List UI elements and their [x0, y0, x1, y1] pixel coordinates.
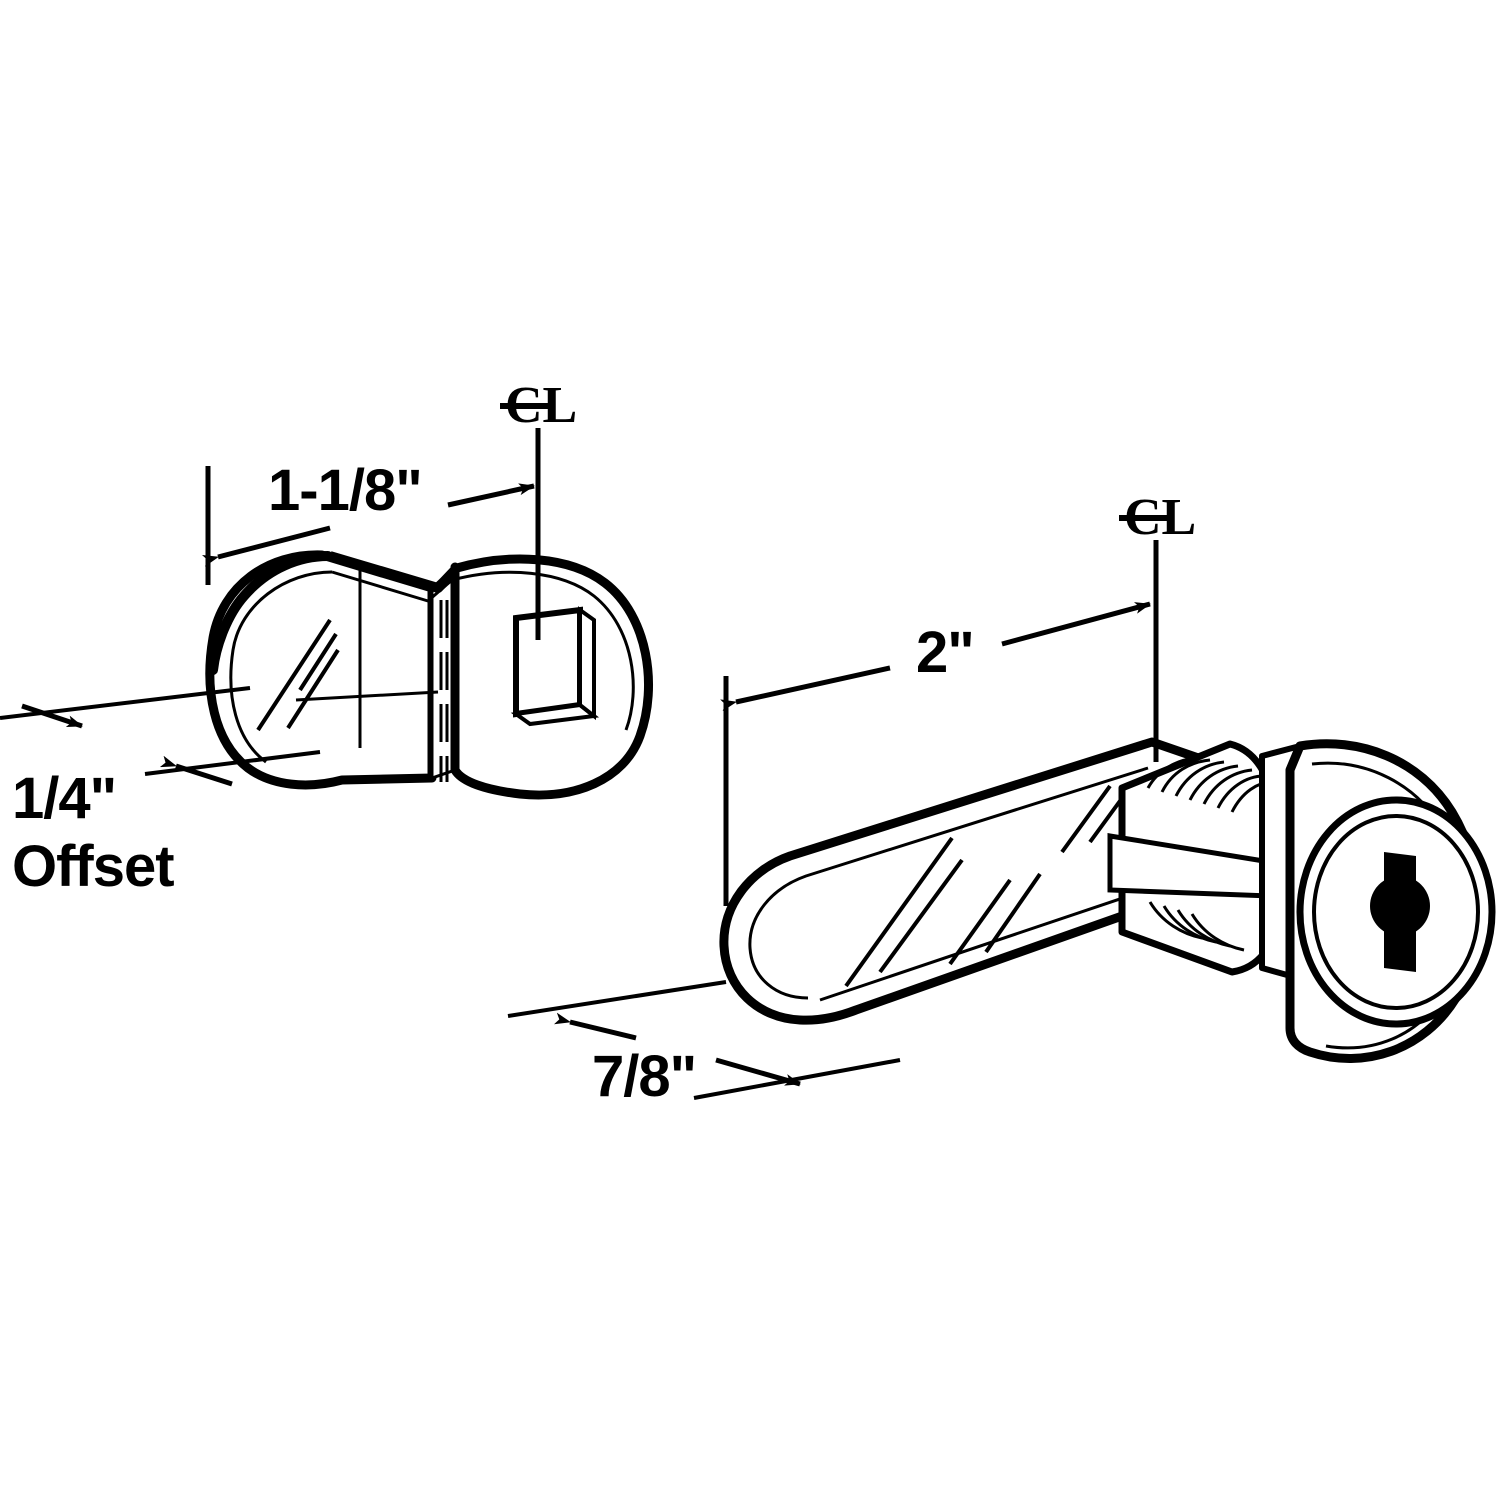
centerline-right: CL	[1119, 489, 1196, 546]
offset-cam-plate	[205, 550, 653, 800]
lock-length-arrow-left	[720, 665, 891, 712]
dimension-label-cam-length: 1-1/8"	[268, 458, 422, 523]
cam-arm	[719, 737, 1229, 1025]
cam-offset-arrow-lower	[159, 755, 233, 787]
dimension-label-cam-width: 7/8"	[592, 1044, 696, 1109]
dimension-cam-offset: 1/4" Offset	[0, 686, 321, 899]
dimension-label-cam-offset: 1/4"	[12, 766, 116, 831]
dimension-cam-width: 7/8"	[507, 980, 901, 1109]
cam-width-extension-upper	[507, 980, 727, 1018]
cam-arm-inner-contour	[748, 766, 1149, 1000]
dimension-cam-length: 1-1/8" CL	[201, 377, 577, 640]
centerline-left: CL	[500, 377, 577, 434]
cam-plate-inner-contour-right	[451, 570, 635, 731]
cam-plate-shine-streaks	[256, 618, 340, 732]
cam-width-arrow-lower	[715, 1057, 801, 1087]
cam-plate-inner-contour-left	[229, 570, 333, 764]
square-drive-hole-side-depth	[578, 606, 596, 721]
cam-plate-rear-edge	[295, 690, 439, 702]
cam-length-arrow-right	[447, 483, 535, 508]
square-drive-hole	[510, 606, 600, 727]
cam-offset-extension-lower	[144, 750, 321, 776]
cam-lock-body	[719, 737, 1496, 1063]
lock-length-arrow-right	[1001, 601, 1151, 647]
barrel-thread-rings-upper	[1146, 756, 1273, 813]
cam-plate-inner-bend	[331, 570, 453, 603]
dimension-lock-length: 2" CL	[720, 489, 1196, 906]
barrel-thread-rings-lower	[1148, 901, 1245, 952]
keyway	[1370, 852, 1430, 972]
dimension-label-cam-offset-sub: Offset	[12, 834, 174, 899]
dimension-label-lock-length: 2"	[916, 620, 974, 685]
cam-length-arrow-left	[201, 525, 331, 567]
cam-offset-arrow-upper	[21, 703, 83, 729]
keyway-pin-circle	[1370, 876, 1430, 936]
cam-width-arrow-upper	[554, 1012, 637, 1041]
cam-plate-left-lobe	[205, 550, 437, 790]
cam-plate-top-edge-left	[208, 551, 333, 675]
square-drive-hole-opening	[513, 606, 583, 718]
